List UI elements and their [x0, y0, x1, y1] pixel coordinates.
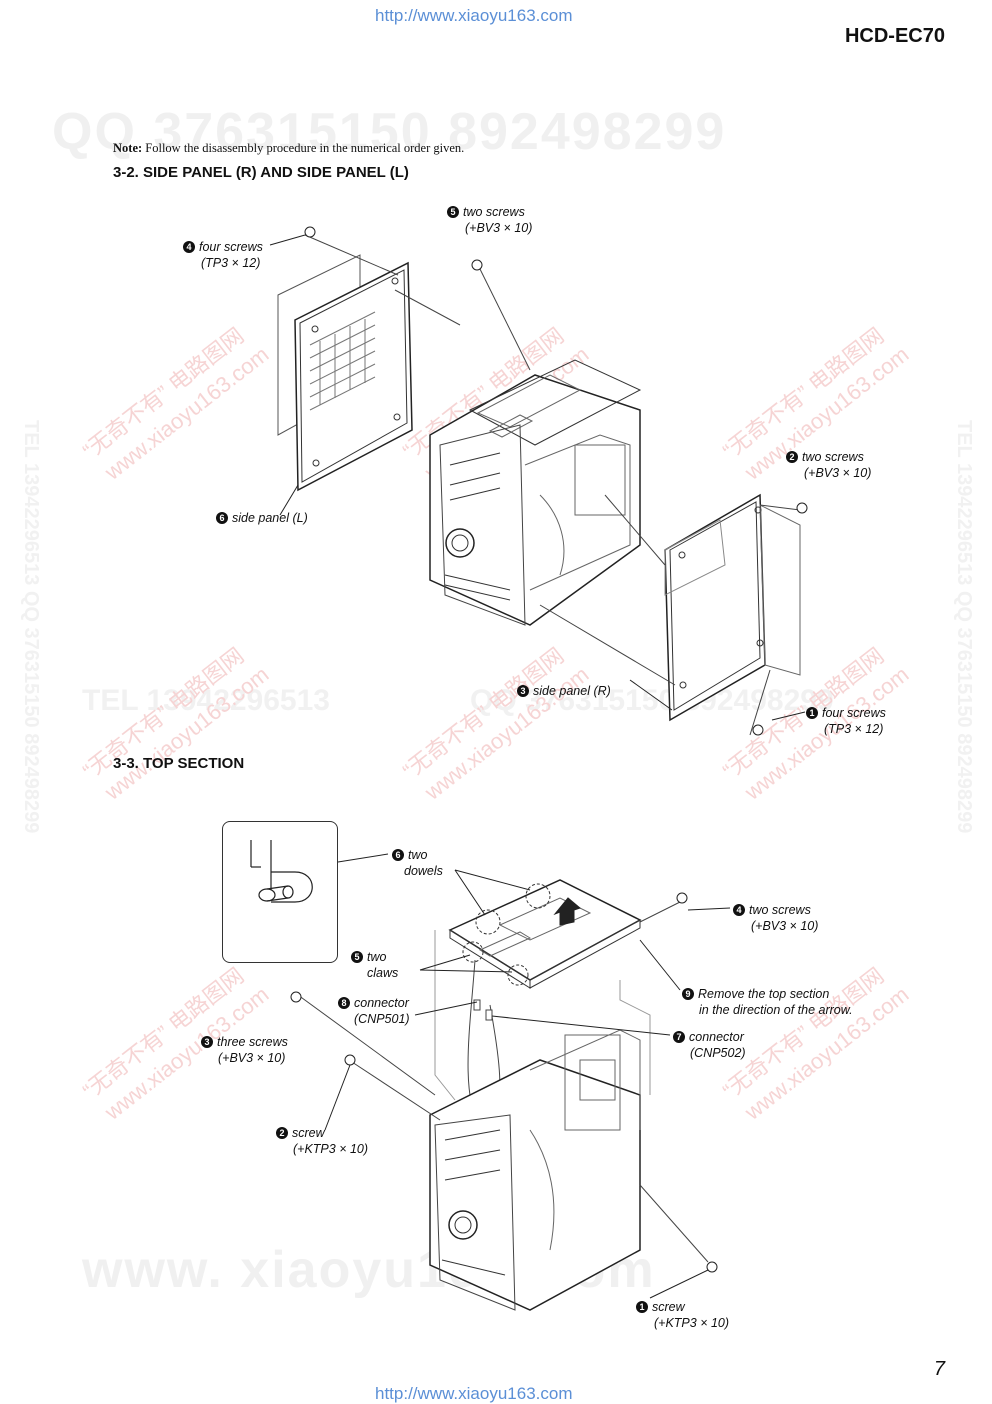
callout-text: Remove the top section	[698, 987, 830, 1001]
watermark-vertical-right: TEL 13942296513 QQ 376315150 892498299	[953, 420, 975, 834]
step-number-icon: 3	[201, 1036, 213, 1048]
step-number-icon: 6	[392, 849, 404, 861]
side-panel-r-drawing	[665, 495, 800, 720]
footer-url[interactable]: http://www.xiaoyu163.com	[375, 1384, 573, 1403]
dowel-detail-inset	[222, 821, 338, 963]
step-number-icon: 7	[673, 1031, 685, 1043]
callout-text: connector	[689, 1030, 744, 1044]
step-number-icon: 5	[447, 206, 459, 218]
callout-text: four screws	[822, 706, 886, 720]
watermark-tel: TEL 13942296513	[82, 684, 330, 717]
callout-top-3: 3 three screws (+BV3 × 10)	[201, 1034, 288, 1066]
page-number: 7	[933, 1358, 945, 1380]
step-number-icon: 2	[276, 1127, 288, 1139]
callout-spec: (+BV3 × 10)	[465, 221, 533, 235]
step-number-icon: 4	[733, 904, 745, 916]
callout-spec: (CNP501)	[354, 1012, 410, 1026]
step-number-icon: 6	[216, 512, 228, 524]
step-number-icon: 9	[682, 988, 694, 1000]
top-section-exploded-diagram	[230, 830, 870, 1330]
side-panel-exploded-diagram	[160, 195, 860, 755]
callout-side-3: 3 side panel (R)	[517, 683, 611, 699]
step-number-icon: 1	[636, 1301, 648, 1313]
callout-top-1: 1 screw (+KTP3 × 10)	[636, 1299, 729, 1331]
watermark-vertical-left: TEL 13942296513 QQ 376315150 892498299	[20, 420, 42, 834]
note-label: Note:	[113, 141, 143, 155]
note-text: Follow the disassembly procedure in the …	[145, 141, 465, 155]
callout-spec: dowels	[404, 864, 443, 878]
section-title-top-section: 3-3. TOP SECTION	[113, 755, 245, 772]
step-number-icon: 8	[338, 997, 350, 1009]
callout-top-5: 5 two claws	[351, 949, 398, 981]
callout-spec: (TP3 × 12)	[824, 722, 884, 736]
callout-text: connector	[354, 996, 409, 1010]
procedure-note: Note: Follow the disassembly procedure i…	[113, 141, 464, 156]
callout-spec: (CNP502)	[690, 1046, 746, 1060]
callout-text: side panel (R)	[533, 684, 611, 698]
step-number-icon: 3	[517, 685, 529, 697]
callout-spec: (+KTP3 × 10)	[654, 1316, 730, 1330]
callout-side-4: 4 four screws (TP3 × 12)	[183, 239, 263, 271]
callout-side-6: 6 side panel (L)	[216, 510, 308, 526]
step-number-icon: 2	[786, 451, 798, 463]
watermark-qq-2: QQ 376315150 892498299	[470, 684, 834, 717]
model-number: HCD-EC70	[844, 25, 945, 47]
callout-text: two	[367, 950, 387, 964]
callout-text: two screws	[749, 903, 811, 917]
callout-top-6: 6 two dowels	[392, 847, 443, 879]
step-number-icon: 4	[183, 241, 195, 253]
header-url[interactable]: http://www.xiaoyu163.com	[375, 6, 573, 25]
callout-top-7: 7 connector (CNP502)	[673, 1029, 746, 1061]
callout-top-2: 2 screw (+KTP3 × 10)	[276, 1125, 368, 1157]
callout-side-1: 1 four screws (TP3 × 12)	[806, 705, 886, 737]
callout-side-5: 5 two screws (+BV3 × 10)	[447, 204, 532, 236]
callout-spec: (+BV3 × 10)	[218, 1051, 286, 1065]
callout-text: three screws	[217, 1035, 288, 1049]
step-number-icon: 5	[351, 951, 363, 963]
callout-spec: in the direction of the arrow.	[699, 1003, 853, 1017]
side-panel-l-drawing	[295, 263, 412, 490]
callout-spec: (+KTP3 × 10)	[293, 1142, 369, 1156]
callout-top-8: 8 connector (CNP501)	[338, 995, 410, 1027]
callout-spec: (TP3 × 12)	[201, 256, 261, 270]
callout-top-9: 9 Remove the top section in the direction…	[682, 986, 853, 1018]
callout-top-4: 4 two screws (+BV3 × 10)	[733, 902, 818, 934]
callout-text: two	[408, 848, 428, 862]
callout-text: two screws	[802, 450, 864, 464]
unit-body-drawing-lower	[430, 1030, 640, 1310]
callout-text: side panel (L)	[232, 511, 308, 525]
section-title-side-panel: 3-2. SIDE PANEL (R) AND SIDE PANEL (L)	[113, 164, 409, 181]
callout-text: two screws	[463, 205, 525, 219]
callout-side-2: 2 two screws (+BV3 × 10)	[786, 449, 871, 481]
callout-text: screw	[652, 1300, 685, 1314]
callout-spec: (+BV3 × 10)	[751, 919, 819, 933]
callout-spec: (+BV3 × 10)	[804, 466, 872, 480]
dowel-detail-drawing	[223, 822, 337, 962]
callout-text: four screws	[199, 240, 263, 254]
step-number-icon: 1	[806, 707, 818, 719]
callout-text: screw	[292, 1126, 325, 1140]
callout-spec: claws	[367, 966, 399, 980]
watermark-qq: QQ 376315150 892498299	[52, 103, 727, 161]
unit-body-drawing	[430, 360, 640, 625]
top-section-drawing	[450, 880, 640, 988]
